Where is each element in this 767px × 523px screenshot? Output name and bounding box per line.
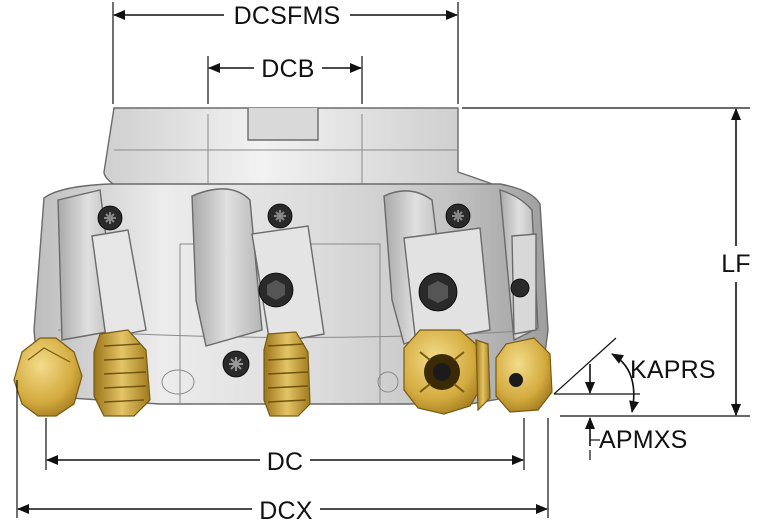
torx-screw-icon — [267, 203, 293, 229]
label-dcsfms: DCSFMS — [234, 2, 341, 30]
torx-screw-icon — [445, 203, 471, 229]
torx-screw-icon — [222, 350, 250, 378]
octagonal-insert-icon — [403, 329, 483, 415]
chip-pocket-2 — [191, 188, 263, 347]
torx-screw-icon — [97, 205, 123, 231]
label-apmxs: APMXS — [599, 426, 688, 454]
label-lf: LF — [721, 250, 751, 278]
drive-keyway — [247, 108, 319, 141]
label-kaprs: KAPRS — [630, 356, 716, 384]
hex-socket-screw-icon — [418, 272, 458, 312]
label-dcx: DCX — [259, 497, 313, 523]
octagonal-insert-icon — [263, 331, 311, 417]
dim-dc: DC — [45, 418, 525, 476]
dim-dcx: DCX — [16, 380, 549, 523]
hex-socket-screw-icon — [510, 278, 530, 298]
dim-dcb: DCB — [207, 55, 363, 104]
dim-dcsfms: DCSFMS — [112, 2, 459, 104]
clamp-screws — [97, 203, 530, 378]
label-dcb: DCB — [261, 55, 314, 83]
dim-apmxs: APMXS — [585, 364, 688, 460]
label-dc: DC — [267, 448, 304, 476]
octagonal-insert-icon — [93, 329, 151, 417]
hex-socket-screw-icon — [258, 272, 294, 308]
clamp-wedge-1 — [91, 229, 147, 339]
dimension-annotations: DCSFMS DCB LF KAPRS — [16, 2, 751, 523]
octagonal-insert-icon — [13, 337, 83, 417]
octagonal-insert-icon — [495, 337, 553, 413]
octagonal-insert-icon — [475, 339, 491, 412]
dim-lf: LF — [462, 107, 751, 417]
dim-kaprs: KAPRS — [553, 337, 716, 413]
cutting-inserts — [13, 329, 553, 417]
